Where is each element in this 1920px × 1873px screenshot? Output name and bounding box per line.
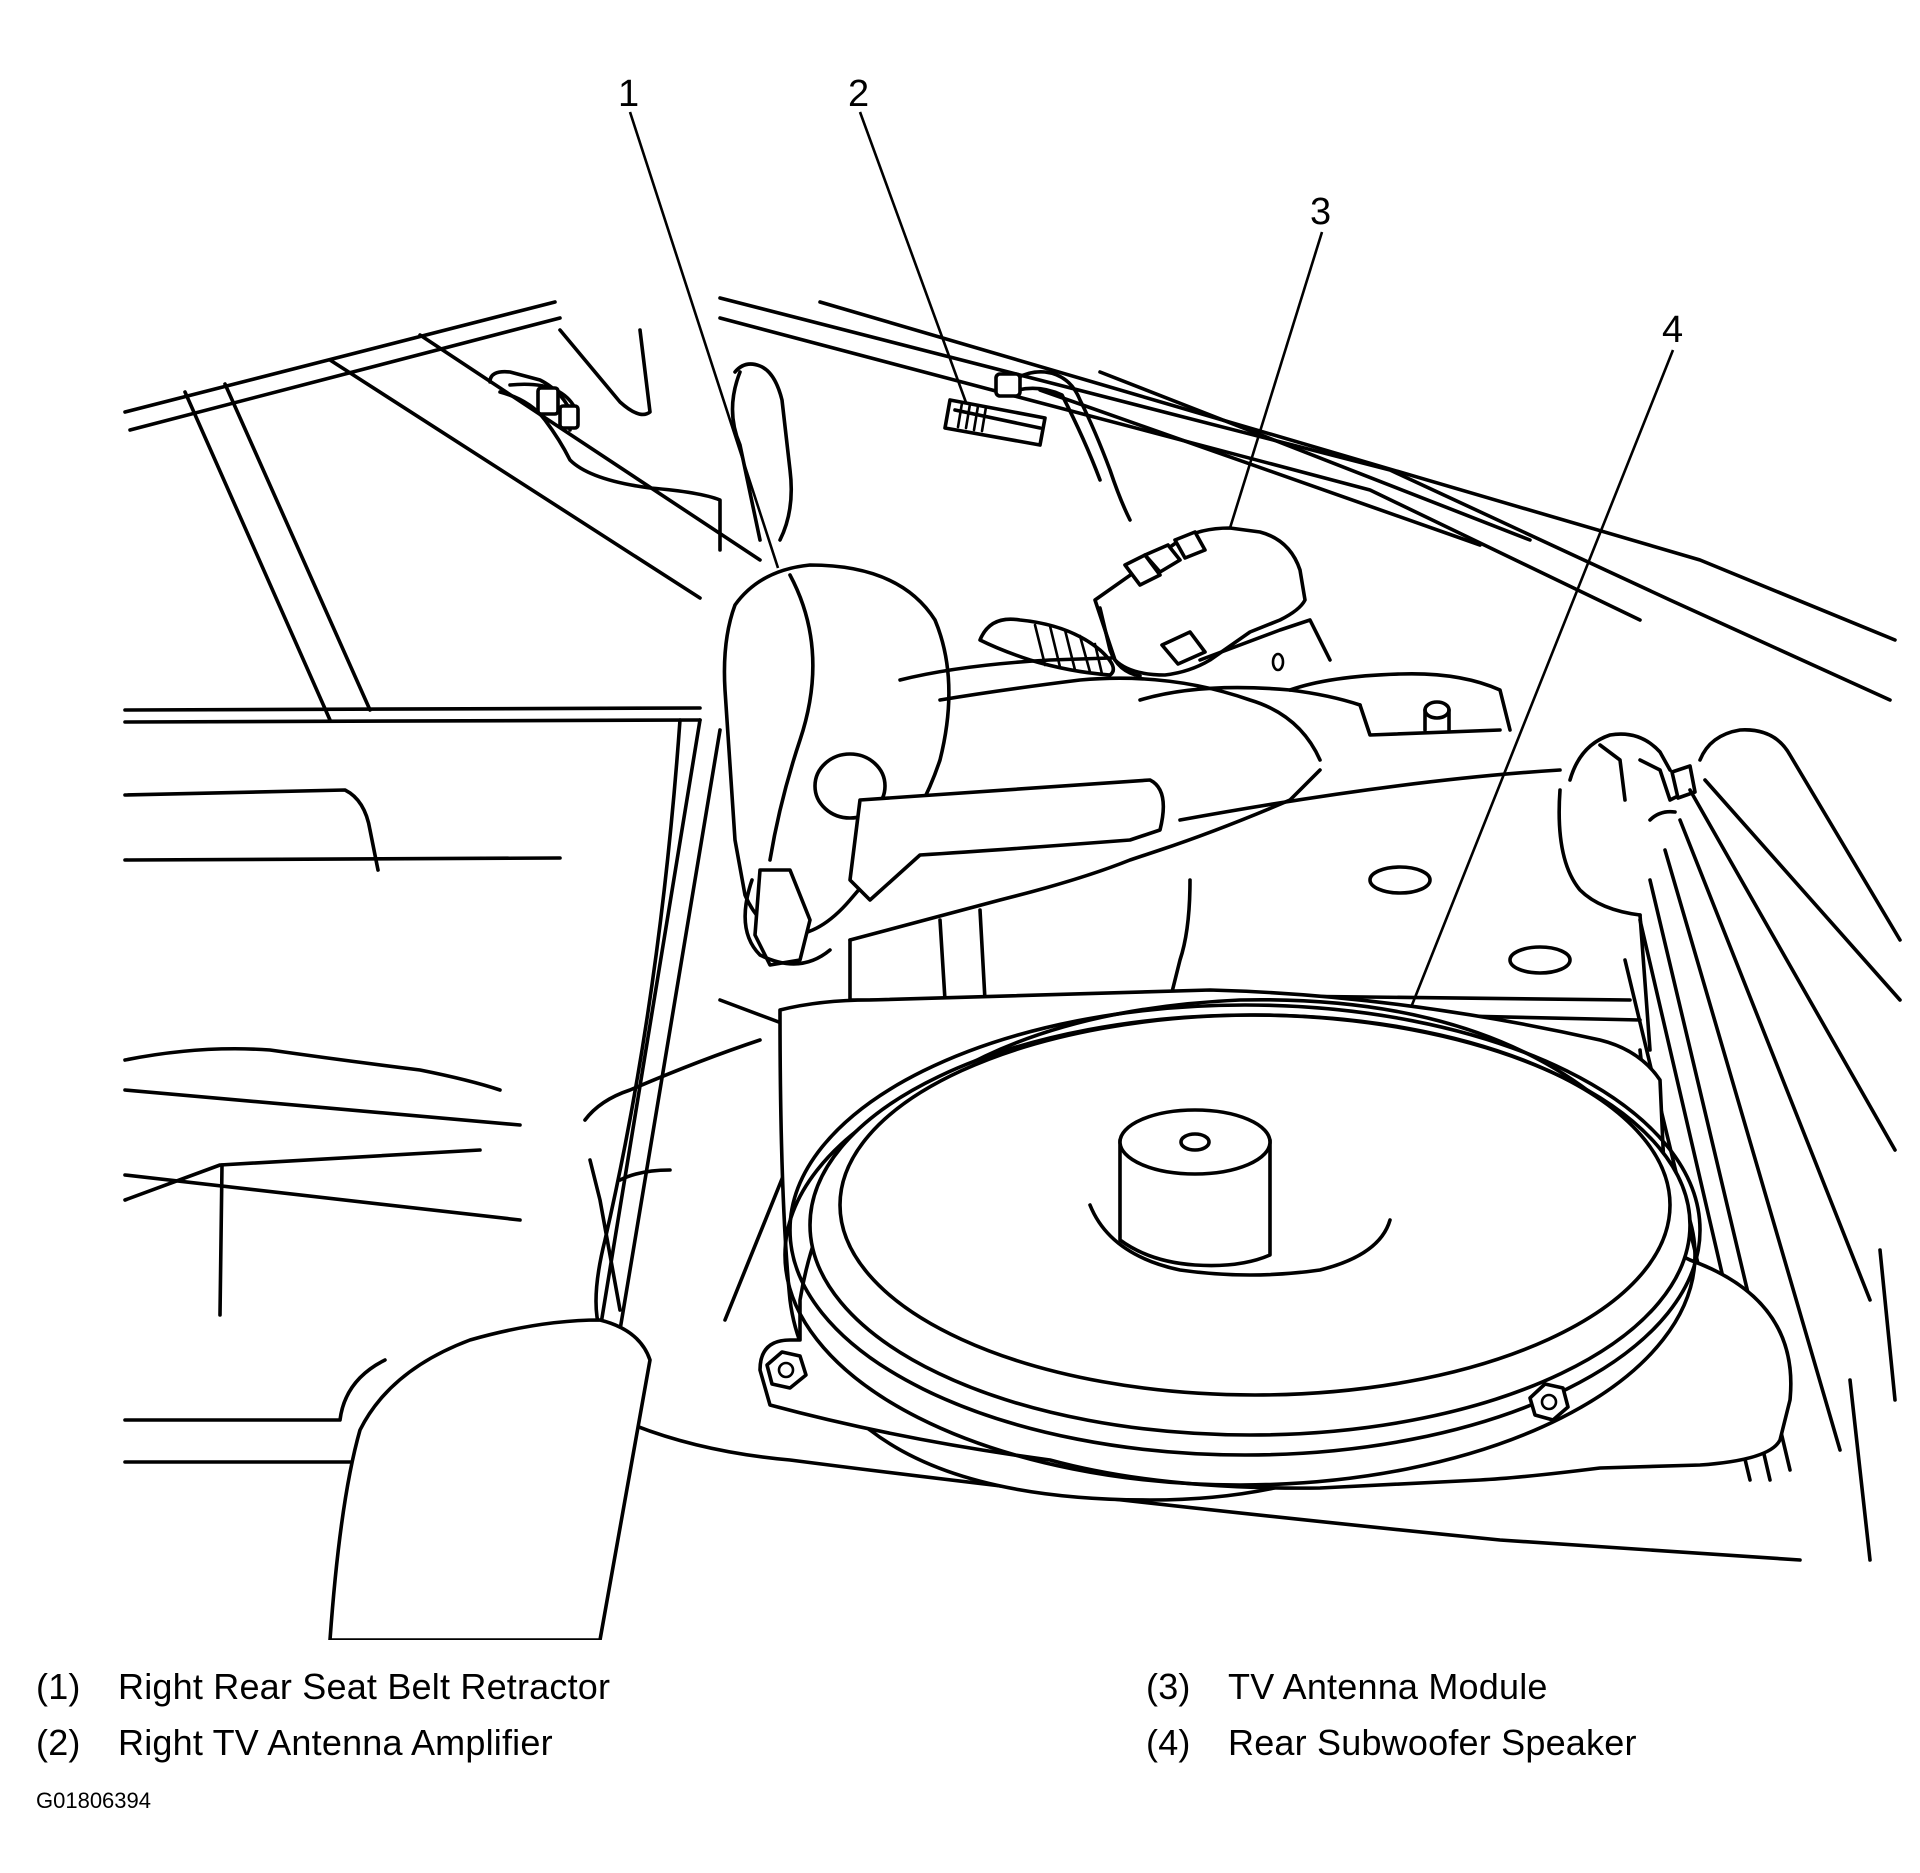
- legend-code-2: (2): [36, 1722, 81, 1763]
- component-location-drawing: 1 2 3 4: [123, 73, 1902, 1640]
- tv-antenna-module: [1093, 526, 1332, 678]
- seat-belt-retractor: [722, 563, 951, 967]
- callout-1: 1: [618, 73, 639, 115]
- left-trim-panels: [123, 706, 722, 1464]
- tv-antenna-amplifier: [943, 372, 1047, 447]
- leader-line-2: [858, 111, 970, 409]
- belt-bracket: [848, 653, 1322, 1002]
- leader-line-3: [1228, 231, 1324, 529]
- wheel-well: [978, 617, 1512, 737]
- legend-label-2: Right TV Antenna Amplifier: [118, 1722, 553, 1763]
- legend-item-2: (2) Right TV Antenna Amplifier: [36, 1722, 553, 1764]
- figure-id: G01806394: [36, 1788, 151, 1813]
- wiring-harness: [488, 362, 1132, 552]
- rear-subwoofer-speaker: [758, 988, 1793, 1502]
- legend-label-4: Rear Subwoofer Speaker: [1228, 1722, 1637, 1763]
- legend-item-4: (4) Rear Subwoofer Speaker: [1146, 1722, 1637, 1764]
- callout-2: 2: [848, 73, 869, 115]
- legend-code-1: (1): [36, 1666, 81, 1707]
- leader-line-1: [628, 111, 780, 569]
- seat-back-panel: [328, 998, 832, 1640]
- legend-label-3: TV Antenna Module: [1228, 1666, 1548, 1707]
- legend-label-1: Right Rear Seat Belt Retractor: [118, 1666, 611, 1707]
- callout-3: 3: [1310, 191, 1331, 233]
- legend-item-3: (3) TV Antenna Module: [1146, 1666, 1548, 1708]
- callout-4: 4: [1662, 309, 1683, 351]
- leader-line-4: [1408, 349, 1675, 1011]
- legend-code-4: (4): [1146, 1722, 1191, 1763]
- legend-code-3: (3): [1146, 1666, 1191, 1707]
- legend-item-1: (1) Right Rear Seat Belt Retractor: [36, 1666, 610, 1708]
- trunk-body-panels: [123, 296, 1897, 722]
